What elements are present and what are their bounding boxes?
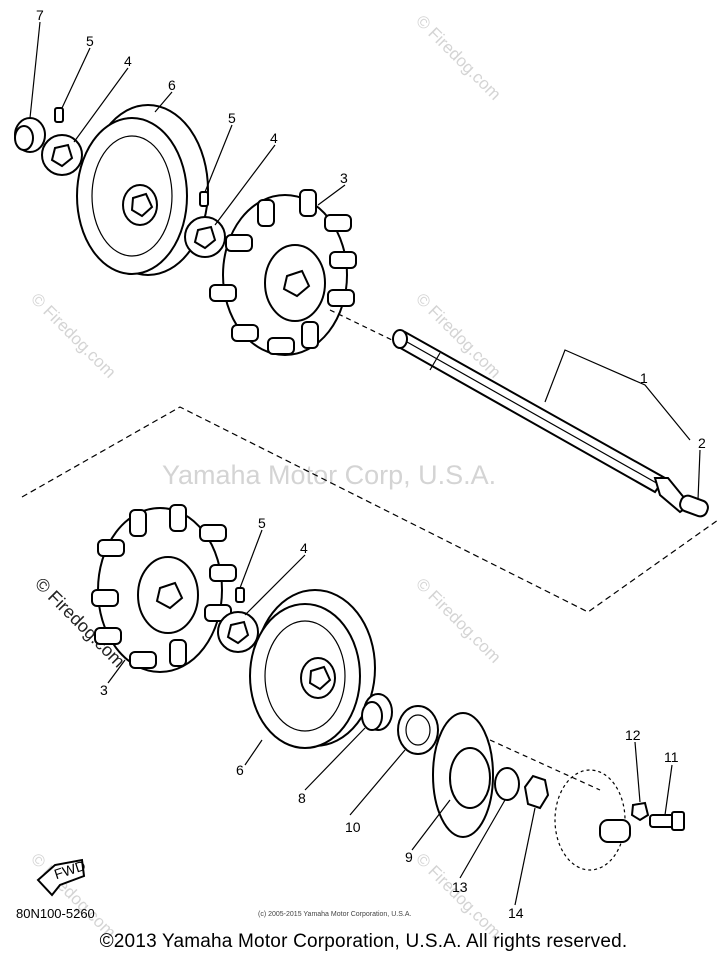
bearing-part-10 (397, 705, 439, 755)
bolt-part-11 (649, 811, 685, 831)
callout-9: 9 (405, 849, 413, 865)
callout-5-bottom: 5 (258, 515, 266, 531)
housing-part-9 (432, 712, 494, 838)
washer-part-13 (494, 767, 520, 801)
callout-8: 8 (298, 790, 306, 806)
callout-3-bottom: 3 (100, 682, 108, 698)
callout-5-top: 5 (86, 33, 94, 49)
callout-6-top: 6 (168, 77, 176, 93)
speedometer-gear-housing (554, 769, 631, 871)
callout-5-mid: 5 (228, 110, 236, 126)
watermark-site-2: © Firedog.com (27, 289, 119, 381)
callout-14: 14 (508, 905, 524, 921)
callout-2: 2 (698, 435, 706, 451)
watermark-site-6: © Firedog.com (412, 849, 504, 941)
callout-12: 12 (625, 727, 641, 743)
leader-lines (29, 21, 701, 906)
callout-6-bottom: 6 (236, 762, 244, 778)
set-screw-part-5-upper (54, 107, 64, 123)
idler-wheel-part-6-lower (249, 589, 376, 749)
callout-4-top: 4 (124, 53, 132, 69)
callout-4-mid: 4 (270, 130, 278, 146)
callout-7: 7 (36, 7, 44, 23)
callout-4-bottom: 4 (300, 540, 308, 556)
dashed-boundary (21, 406, 719, 613)
collar-part-7 (14, 117, 46, 153)
set-screw-part-5-mid (199, 191, 209, 207)
watermark-site-4: © Firedog.com (412, 574, 504, 666)
watermark-main: Yamaha Motor Corp, U.S.A. (162, 460, 496, 490)
callout-13: 13 (452, 879, 468, 895)
footer-copyright: ©2013 Yamaha Motor Corporation, U.S.A. A… (99, 931, 628, 952)
watermark-site-1: © Firedog.com (412, 11, 504, 103)
small-copyright: (c) 2005-2015 Yamaha Motor Corporation, … (258, 911, 412, 918)
diagram-code: 80N100-5260 (16, 906, 95, 921)
set-screw-part-5-lower (235, 587, 245, 603)
nut-part-12 (630, 801, 650, 822)
axis-line-upper (329, 309, 393, 341)
drive-sprocket-part-3-lower (91, 504, 237, 673)
end-plug-part-2 (679, 494, 709, 518)
bearing-part-4-upper (41, 134, 83, 176)
axis-line-lower (489, 739, 601, 791)
drive-sprocket-part-3-upper (209, 189, 357, 356)
idler-wheel-part-6-upper (76, 104, 209, 276)
bearing-part-4-mid (184, 216, 226, 258)
collar-part-8 (361, 693, 393, 731)
callout-1: 1 (640, 370, 648, 386)
callout-3-top: 3 (340, 170, 348, 186)
callout-11: 11 (664, 749, 679, 765)
callout-numbers: 7 5 4 6 5 4 3 1 2 3 5 4 6 8 10 9 13 14 1… (36, 7, 706, 921)
bearing-part-4-lower (217, 611, 259, 653)
nut-part-14 (523, 774, 550, 810)
callout-10: 10 (345, 819, 361, 835)
